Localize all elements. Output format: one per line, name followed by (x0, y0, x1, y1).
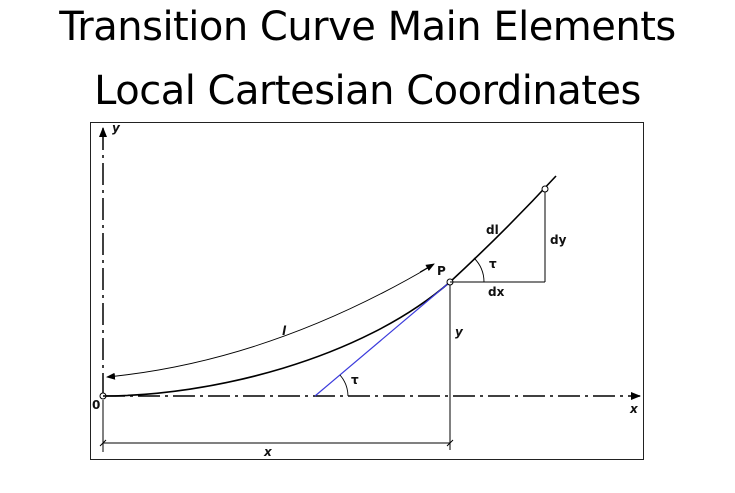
curve-end-point (541, 185, 549, 193)
y-axis-label: y (112, 121, 121, 135)
arc-length-label: l (282, 324, 287, 338)
tangent-angle-axis-label: τ (351, 373, 359, 387)
slide-title-line-1: Transition Curve Main Elements (59, 4, 676, 50)
dy-label: dy (550, 233, 567, 247)
abscissa-label: x (263, 445, 273, 459)
slide-title-line-2: Local Cartesian Coordinates (94, 68, 641, 114)
dx-label: dx (488, 285, 505, 299)
dl-label: dl (486, 223, 499, 237)
tangent-angle-arc-axis (339, 374, 349, 397)
x-axis-label: x (629, 402, 639, 416)
arc-length-arrowhead-start (419, 263, 435, 273)
arc-length-arrow (106, 264, 434, 380)
origin-label: 0 (92, 398, 100, 412)
transition-curve (102, 175, 557, 397)
tangent-angle-point-label: τ (489, 257, 497, 271)
tangent-line (314, 281, 451, 397)
tangent-angle-arc-point (473, 257, 485, 283)
ordinate-label: y (455, 325, 464, 339)
point-p-label: P (437, 264, 446, 278)
diagram-frame (90, 122, 644, 460)
